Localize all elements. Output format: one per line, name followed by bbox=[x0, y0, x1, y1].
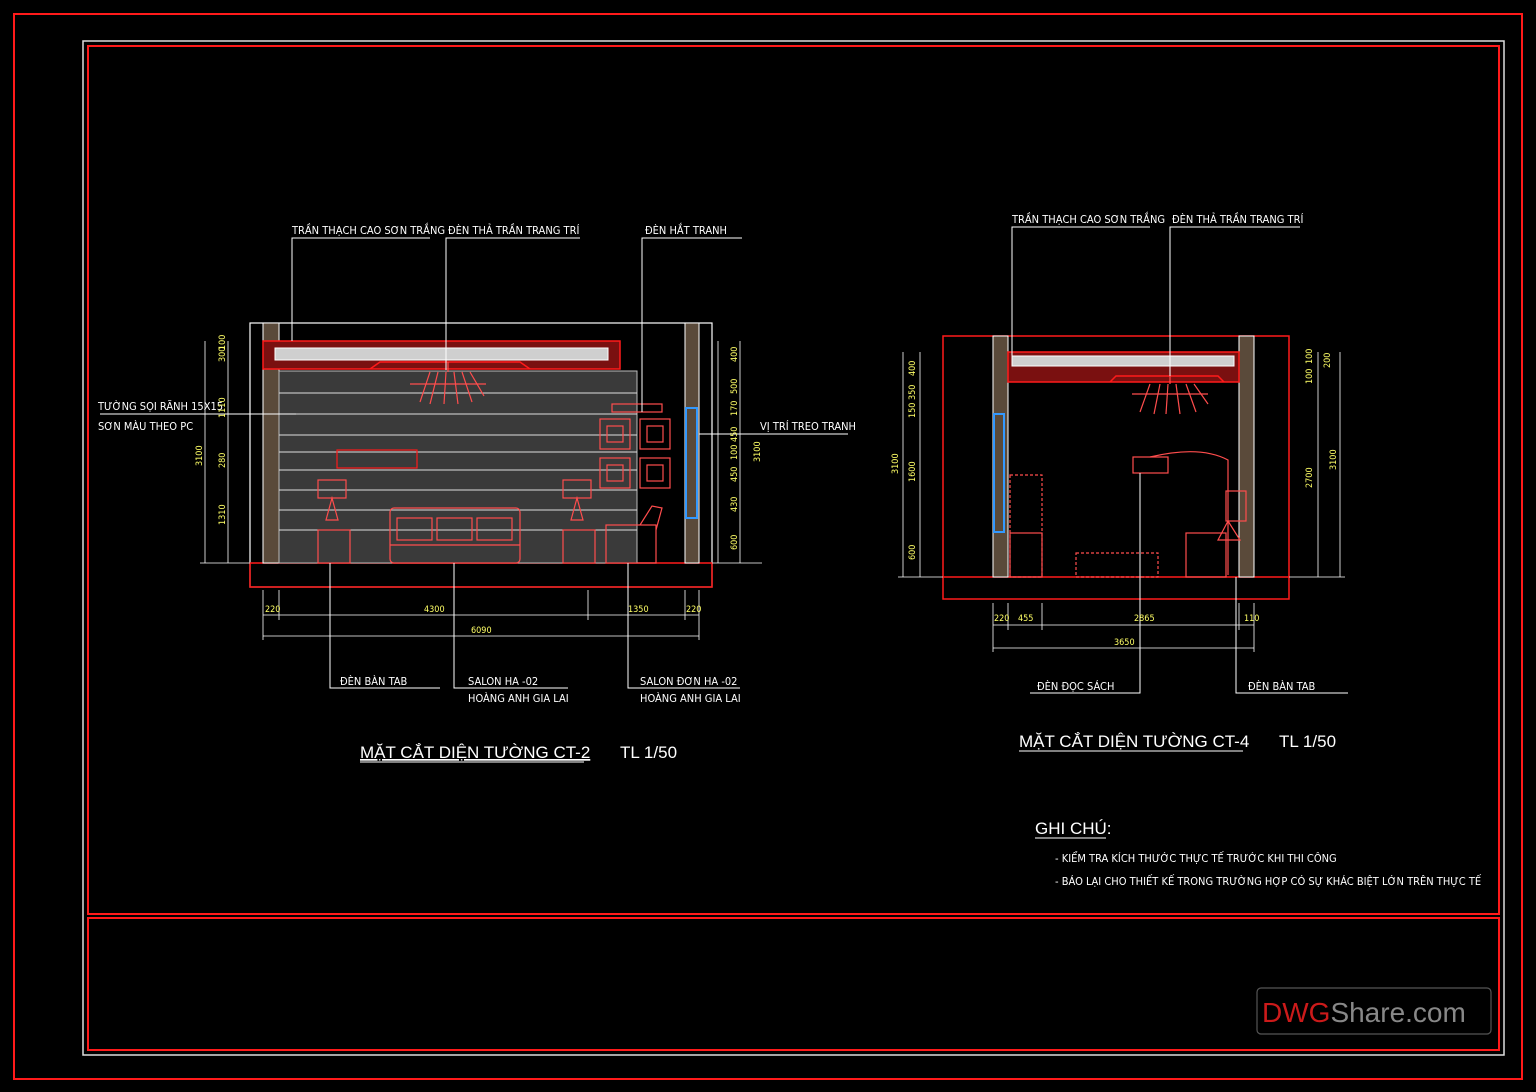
ct4-title: MẶT CẮT DIỆN TƯỜNG CT-4 bbox=[1019, 732, 1249, 751]
note-item-2: - BÁO LẠI CHO THIẾT KẾ TRONG TRƯỜNG HỢP … bbox=[1055, 874, 1482, 888]
drawing-area-frame bbox=[87, 45, 1500, 915]
ct2-wall-pictures bbox=[599, 403, 671, 489]
ct4-dim-right-small: 200 bbox=[1323, 353, 1333, 368]
ct2-title: MẶT CẮT DIỆN TƯỜNG CT-2 bbox=[360, 743, 590, 762]
ct2-scale: TL 1/50 bbox=[620, 743, 677, 762]
ct2-dim-left-5: 1310 bbox=[218, 504, 228, 525]
ct4-reading-lamp bbox=[1132, 451, 1229, 575]
ct2-dim-right-4: 450 bbox=[730, 427, 740, 442]
ct2-label-ceiling: TRẦN THẠCH CAO SƠN TRẮNG bbox=[291, 223, 445, 237]
ct2-dim-right-2: 500 bbox=[730, 379, 740, 394]
ct4-dim-right-1: 100 bbox=[1305, 349, 1315, 364]
ct2-table-lamp-right bbox=[562, 479, 596, 564]
drawing-border bbox=[82, 40, 1505, 1056]
section-ct4 bbox=[898, 226, 1348, 694]
ct2-sofa bbox=[389, 507, 521, 564]
notes-heading: GHI CHÚ: bbox=[1035, 819, 1112, 838]
ct2-shelf bbox=[336, 449, 418, 469]
watermark-part1: DWG bbox=[1262, 997, 1330, 1028]
ct4-dim-left-4: 1600 bbox=[908, 461, 918, 482]
ct4-dim-left-total: 3100 bbox=[891, 453, 901, 474]
ct2-label-armchair: SALON ĐƠN HA -02 bbox=[640, 675, 737, 688]
ct2-label-pendant: ĐÈN THẢ TRẦN TRANG TRÍ bbox=[448, 223, 579, 237]
ct2-window bbox=[685, 407, 698, 519]
ct4-ceiling-board bbox=[1011, 355, 1235, 367]
ct2-armchair bbox=[605, 505, 663, 564]
ct4-label-reading-lamp: ĐÈN ĐỌC SÁCH bbox=[1037, 680, 1114, 693]
ct2-label-table-lamp: ĐÈN BÀN TAB bbox=[340, 675, 408, 688]
ct4-leaders bbox=[1011, 226, 1348, 694]
ct2-dim-right-1: 400 bbox=[730, 347, 740, 362]
ct2-dim-bottom-1: 220 bbox=[265, 605, 280, 615]
ct4-dim-right-3: 2700 bbox=[1305, 467, 1315, 488]
title-block-frame bbox=[87, 917, 1500, 1051]
ct4-dim-left-2: 350 bbox=[908, 385, 918, 400]
ct2-label-picture-light: ĐÈN HẮT TRANH bbox=[645, 223, 727, 237]
ct4-dim-right-2: 100 bbox=[1305, 369, 1315, 384]
ct4-room-outline bbox=[942, 335, 1290, 600]
ct4-dim-left-5: 600 bbox=[908, 545, 918, 560]
ct2-ceiling-board bbox=[274, 347, 609, 361]
ct4-dim-bottom-4: 110 bbox=[1244, 614, 1259, 624]
ct2-label-armchair-maker: HOÀNG ANH GIA LAI bbox=[640, 692, 741, 705]
ct2-label-sofa-maker: HOÀNG ANH GIA LAI bbox=[468, 692, 569, 705]
ct2-dim-right-3: 170 bbox=[730, 401, 740, 416]
ct4-bench bbox=[1075, 552, 1159, 578]
ct2-dim-right-7: 430 bbox=[730, 497, 740, 512]
ct4-left-wall bbox=[992, 335, 1009, 578]
ct2-table-lamp-left bbox=[317, 479, 351, 564]
ct4-label-pendant: ĐÈN THẢ TRẦN TRANG TRÍ bbox=[1172, 212, 1303, 226]
ct4-dim-bottom-3: 2865 bbox=[1134, 614, 1155, 624]
ct2-dim-right-8: 600 bbox=[730, 535, 740, 550]
ct4-right-wall bbox=[1238, 335, 1255, 578]
ct4-ceiling-step bbox=[1109, 375, 1225, 383]
ct4-dimension-lines bbox=[898, 352, 1345, 652]
ct4-dim-left-3: 150 bbox=[908, 403, 918, 418]
ct2-label-sofa: SALON HA -02 bbox=[468, 675, 538, 688]
ct2-dim-left-2: 100 bbox=[218, 335, 228, 350]
ct2-floor-slab bbox=[249, 562, 713, 588]
note-item-1: - KIỂM TRA KÍCH THƯỚC THỰC TẾ TRƯỚC KHI … bbox=[1055, 851, 1337, 865]
section-ct2 bbox=[100, 237, 848, 689]
ct4-cabinet bbox=[1009, 474, 1043, 578]
ct2-label-picture-position: VỊ TRÍ TREO TRANH bbox=[760, 420, 856, 433]
ct4-dim-bottom-1: 220 bbox=[994, 614, 1009, 624]
ct2-label-wall-groove: TƯỜNG SỌI RÃNH 15X15 bbox=[97, 400, 223, 413]
ct4-dim-right-total: 3100 bbox=[1329, 449, 1339, 470]
watermark-part2: Share.com bbox=[1330, 997, 1465, 1028]
outer-frame bbox=[13, 13, 1523, 1080]
ct4-dim-left-1: 400 bbox=[908, 361, 918, 376]
ct2-dim-left-4: 280 bbox=[218, 453, 228, 468]
ct2-dim-right-5: 100 bbox=[730, 445, 740, 460]
ct2-dim-bottom-3: 1350 bbox=[628, 605, 649, 615]
ct2-dim-left-1: 300 bbox=[218, 347, 228, 362]
ct2-leaders bbox=[100, 237, 848, 689]
ct2-dim-bottom-2: 4300 bbox=[424, 605, 445, 615]
ct4-window bbox=[993, 413, 1005, 533]
ct2-dim-bottom-4: 220 bbox=[686, 605, 701, 615]
ct2-dim-left-total: 3100 bbox=[195, 445, 205, 466]
ct2-dim-right-total: 3100 bbox=[753, 441, 763, 462]
ct2-pendant-light bbox=[410, 362, 486, 405]
svg-text:DWGShare.com: DWGShare.com bbox=[1262, 997, 1466, 1028]
ct4-scale: TL 1/50 bbox=[1279, 732, 1336, 751]
ct4-label-ceiling: TRẦN THẠCH CAO SƠN TRẮNG bbox=[1011, 212, 1165, 226]
ct2-label-wall-paint: SƠN MÀU THEO PC bbox=[98, 420, 193, 433]
ct4-label-table-lamp: ĐÈN BÀN TAB bbox=[1248, 680, 1316, 693]
ct2-ceiling-step bbox=[369, 361, 531, 370]
ct2-dim-left-3: 1110 bbox=[218, 397, 228, 418]
ct2-dim-right-6: 450 bbox=[730, 467, 740, 482]
ct4-dim-total: 3650 bbox=[1114, 638, 1135, 648]
watermark-logo: DWGShare.com bbox=[1256, 987, 1492, 1035]
ct4-chair bbox=[1185, 490, 1247, 578]
ct4-pendant-light bbox=[1132, 376, 1209, 415]
ct2-dim-total: 6090 bbox=[471, 626, 492, 636]
ct4-dim-bottom-2: 455 bbox=[1018, 614, 1033, 624]
ct2-dimension-lines bbox=[200, 341, 762, 640]
